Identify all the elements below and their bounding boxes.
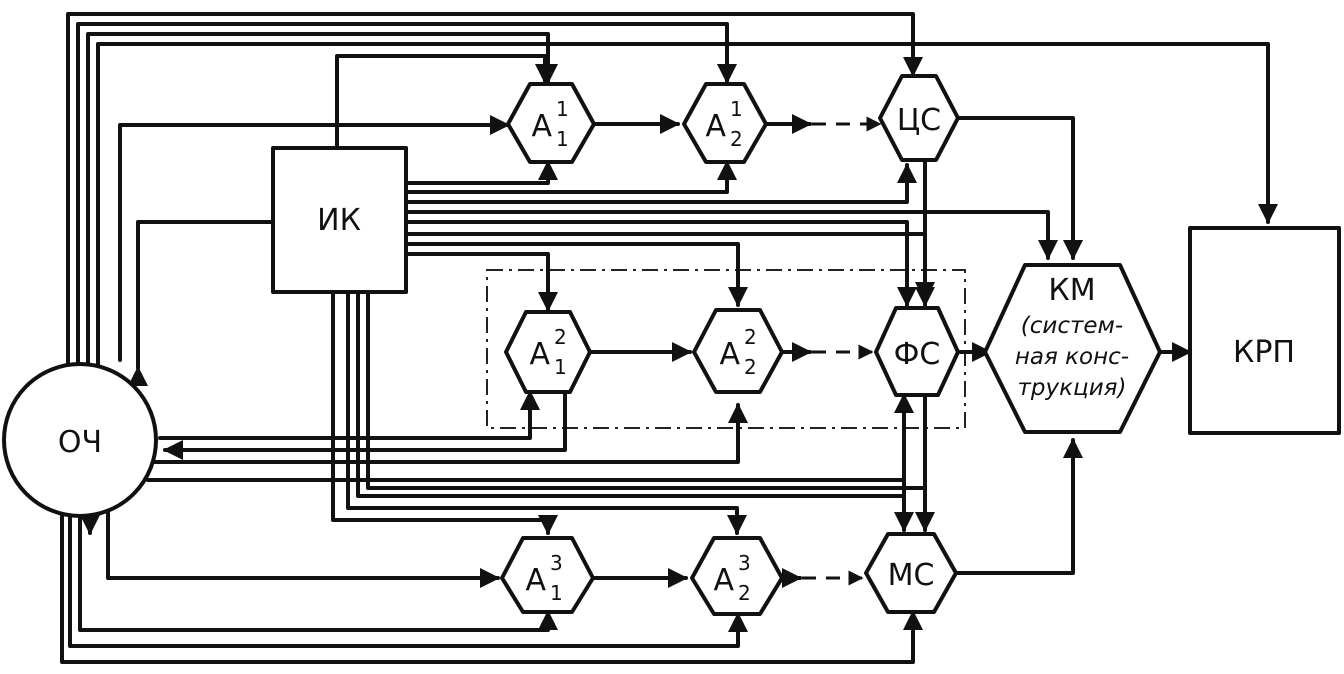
a32-base: A bbox=[713, 563, 734, 598]
km-line2: ная конс- bbox=[1015, 344, 1129, 370]
km-line1: (систем- bbox=[1021, 313, 1123, 339]
a31-sup: 3 bbox=[550, 551, 563, 575]
a12-sup: 1 bbox=[730, 97, 743, 121]
a22-base: A bbox=[719, 337, 740, 372]
a22-sub: 2 bbox=[744, 355, 757, 379]
hex-cs: ЦС bbox=[878, 74, 960, 162]
ik-label: ИК bbox=[317, 203, 361, 238]
cs-label: ЦС bbox=[897, 103, 941, 138]
a31-base: A bbox=[525, 563, 546, 598]
a21-sub: 1 bbox=[554, 355, 567, 379]
ou-block: ОЧ bbox=[2, 362, 158, 518]
hex-a21: A 2 1 bbox=[504, 310, 592, 394]
krp-block: КРП bbox=[1188, 226, 1341, 435]
a32-sup: 3 bbox=[738, 551, 751, 575]
fs-label: ФС bbox=[894, 337, 941, 372]
hex-ms: МС bbox=[864, 532, 958, 614]
hex-a31: A 3 1 bbox=[500, 536, 595, 614]
km-block: КМ (систем- ная конс- трукция) bbox=[983, 263, 1162, 434]
a12-sub: 2 bbox=[730, 127, 743, 151]
ms-label: МС bbox=[888, 558, 935, 593]
ou-label: ОЧ bbox=[58, 425, 102, 460]
a31-sub: 1 bbox=[550, 581, 563, 605]
hex-a22: A 2 2 bbox=[692, 308, 784, 394]
hex-a12: A 1 2 bbox=[682, 82, 768, 164]
krp-label: КРП bbox=[1233, 335, 1295, 370]
connections bbox=[60, 12, 1278, 664]
a11-sup: 1 bbox=[556, 97, 569, 121]
row2-boundary bbox=[486, 269, 966, 429]
svg-text:A: A bbox=[531, 109, 552, 144]
a12-base: A bbox=[705, 109, 726, 144]
a21-base: A bbox=[529, 337, 550, 372]
hex-a11: A 1 1 bbox=[506, 82, 596, 164]
km-title: КМ bbox=[1048, 273, 1095, 308]
ik-block: ИК bbox=[271, 146, 408, 294]
a11-base: A bbox=[531, 109, 552, 144]
hex-fs: ФС bbox=[874, 306, 960, 397]
a11-sub: 1 bbox=[556, 127, 569, 151]
a22-sup: 2 bbox=[744, 325, 757, 349]
km-line3: трукция) bbox=[1018, 375, 1127, 401]
hex-a32: A 3 2 bbox=[690, 536, 784, 616]
a21-sup: 2 bbox=[554, 325, 567, 349]
a32-sub: 2 bbox=[738, 581, 751, 605]
